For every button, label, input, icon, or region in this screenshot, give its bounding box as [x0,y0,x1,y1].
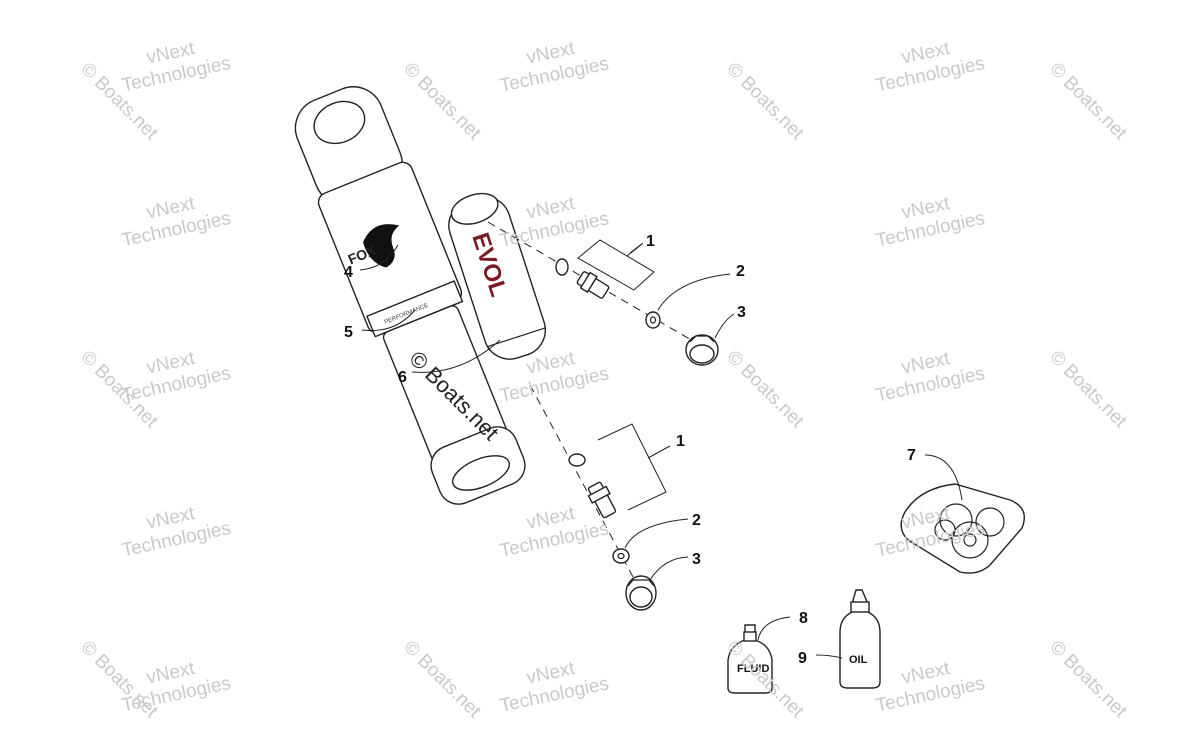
leader-8 [757,616,791,641]
shock-bottom-eyelet-hole [451,455,510,491]
upper-o-ring[interactable] [555,258,569,276]
callout-6: 6 [398,369,407,386]
watermark-layer: vNext Technologies vNext Technologies vN… [76,38,1131,723]
reservoir-cap [450,192,499,225]
lower-washer[interactable] [612,548,630,564]
lower-valve-fitting[interactable] [585,480,619,519]
watermark-vnext: vNext Technologies [874,193,987,252]
seal-ring-2 [975,507,1005,537]
fox-logo-icon: FOX [346,224,400,268]
leader-6 [411,339,501,373]
callout-9: 9 [798,650,807,667]
watermark-vnext: vNext Technologies [120,193,233,252]
watermark-vnext: vNext Technologies [120,503,233,562]
seal-ring-1 [939,503,973,537]
leader-lower-3 [649,556,689,581]
watermark-vnext: vNext Technologies [874,658,987,717]
seal-ring-5 [963,533,977,547]
fluid-bottle-cap [743,631,757,642]
upper-cap[interactable] [685,334,719,366]
watermark-vnext: vNext Technologies [874,348,987,407]
lower-o-ring[interactable] [568,453,586,467]
watermark-vnext: vNext Technologies [498,503,611,562]
upper-fitting-group [487,221,735,366]
callout-3-lower: 3 [692,551,701,568]
upper-valve-fitting[interactable] [576,269,611,300]
leader-lower-2 [624,518,689,549]
reservoir-ring [486,327,547,348]
callout-2-upper: 2 [736,263,745,280]
callout-8: 8 [799,610,808,627]
watermark-boats: © Boats.net [722,347,808,433]
shock-top-eyelet-hole [313,100,366,145]
leader-4 [359,244,399,271]
watermark-boats: © Boats.net [399,637,485,723]
watermark-vnext: vNext Technologies [498,658,611,717]
upper-bracket [577,239,655,291]
oil-bottle-cap [850,601,870,613]
seal-ring-3 [951,521,989,559]
leader-9 [815,654,843,659]
oil-bottle[interactable]: OIL [815,589,881,689]
leader-5 [361,309,416,332]
watermark-vnext: vNext Technologies [120,38,233,97]
upper-washer[interactable] [645,311,661,329]
callout-2-lower: 2 [692,512,701,529]
seal-ring-4 [934,519,956,541]
callout-1-lower: 1 [676,433,685,450]
shock-absorber[interactable]: PERFORMANCE FOX EVOL [282,76,552,512]
watermark-boats: © Boats.net [722,59,808,145]
lower-axis-line [529,384,641,591]
callout-7: 7 [907,447,916,464]
watermark-boats: © Boats.net [399,59,485,145]
watermark-boats: © Boats.net [1045,637,1131,723]
callout-5: 5 [344,324,353,341]
leader-upper-2 [657,273,731,311]
watermark-vnext: vNext Technologies [874,38,987,97]
lower-fitting-group [529,384,689,611]
leader-7 [924,454,963,501]
oil-bottle-label: OIL [849,654,868,666]
lower-cap[interactable] [625,575,657,611]
leader-upper-3 [714,313,735,339]
callout-3-upper: 3 [737,304,746,321]
seal-kit[interactable] [900,454,1025,574]
watermark-boats: © Boats.net [1045,347,1131,433]
seal-kit-bag [900,483,1025,574]
fluid-bottle[interactable]: FLUID [727,616,791,694]
callout-4: 4 [344,264,353,281]
callout-1-upper: 1 [646,233,655,250]
watermark-boats: © Boats.net [1045,59,1131,145]
watermark-vnext: vNext Technologies [498,38,611,97]
fluid-bottle-label: FLUID [737,663,769,675]
